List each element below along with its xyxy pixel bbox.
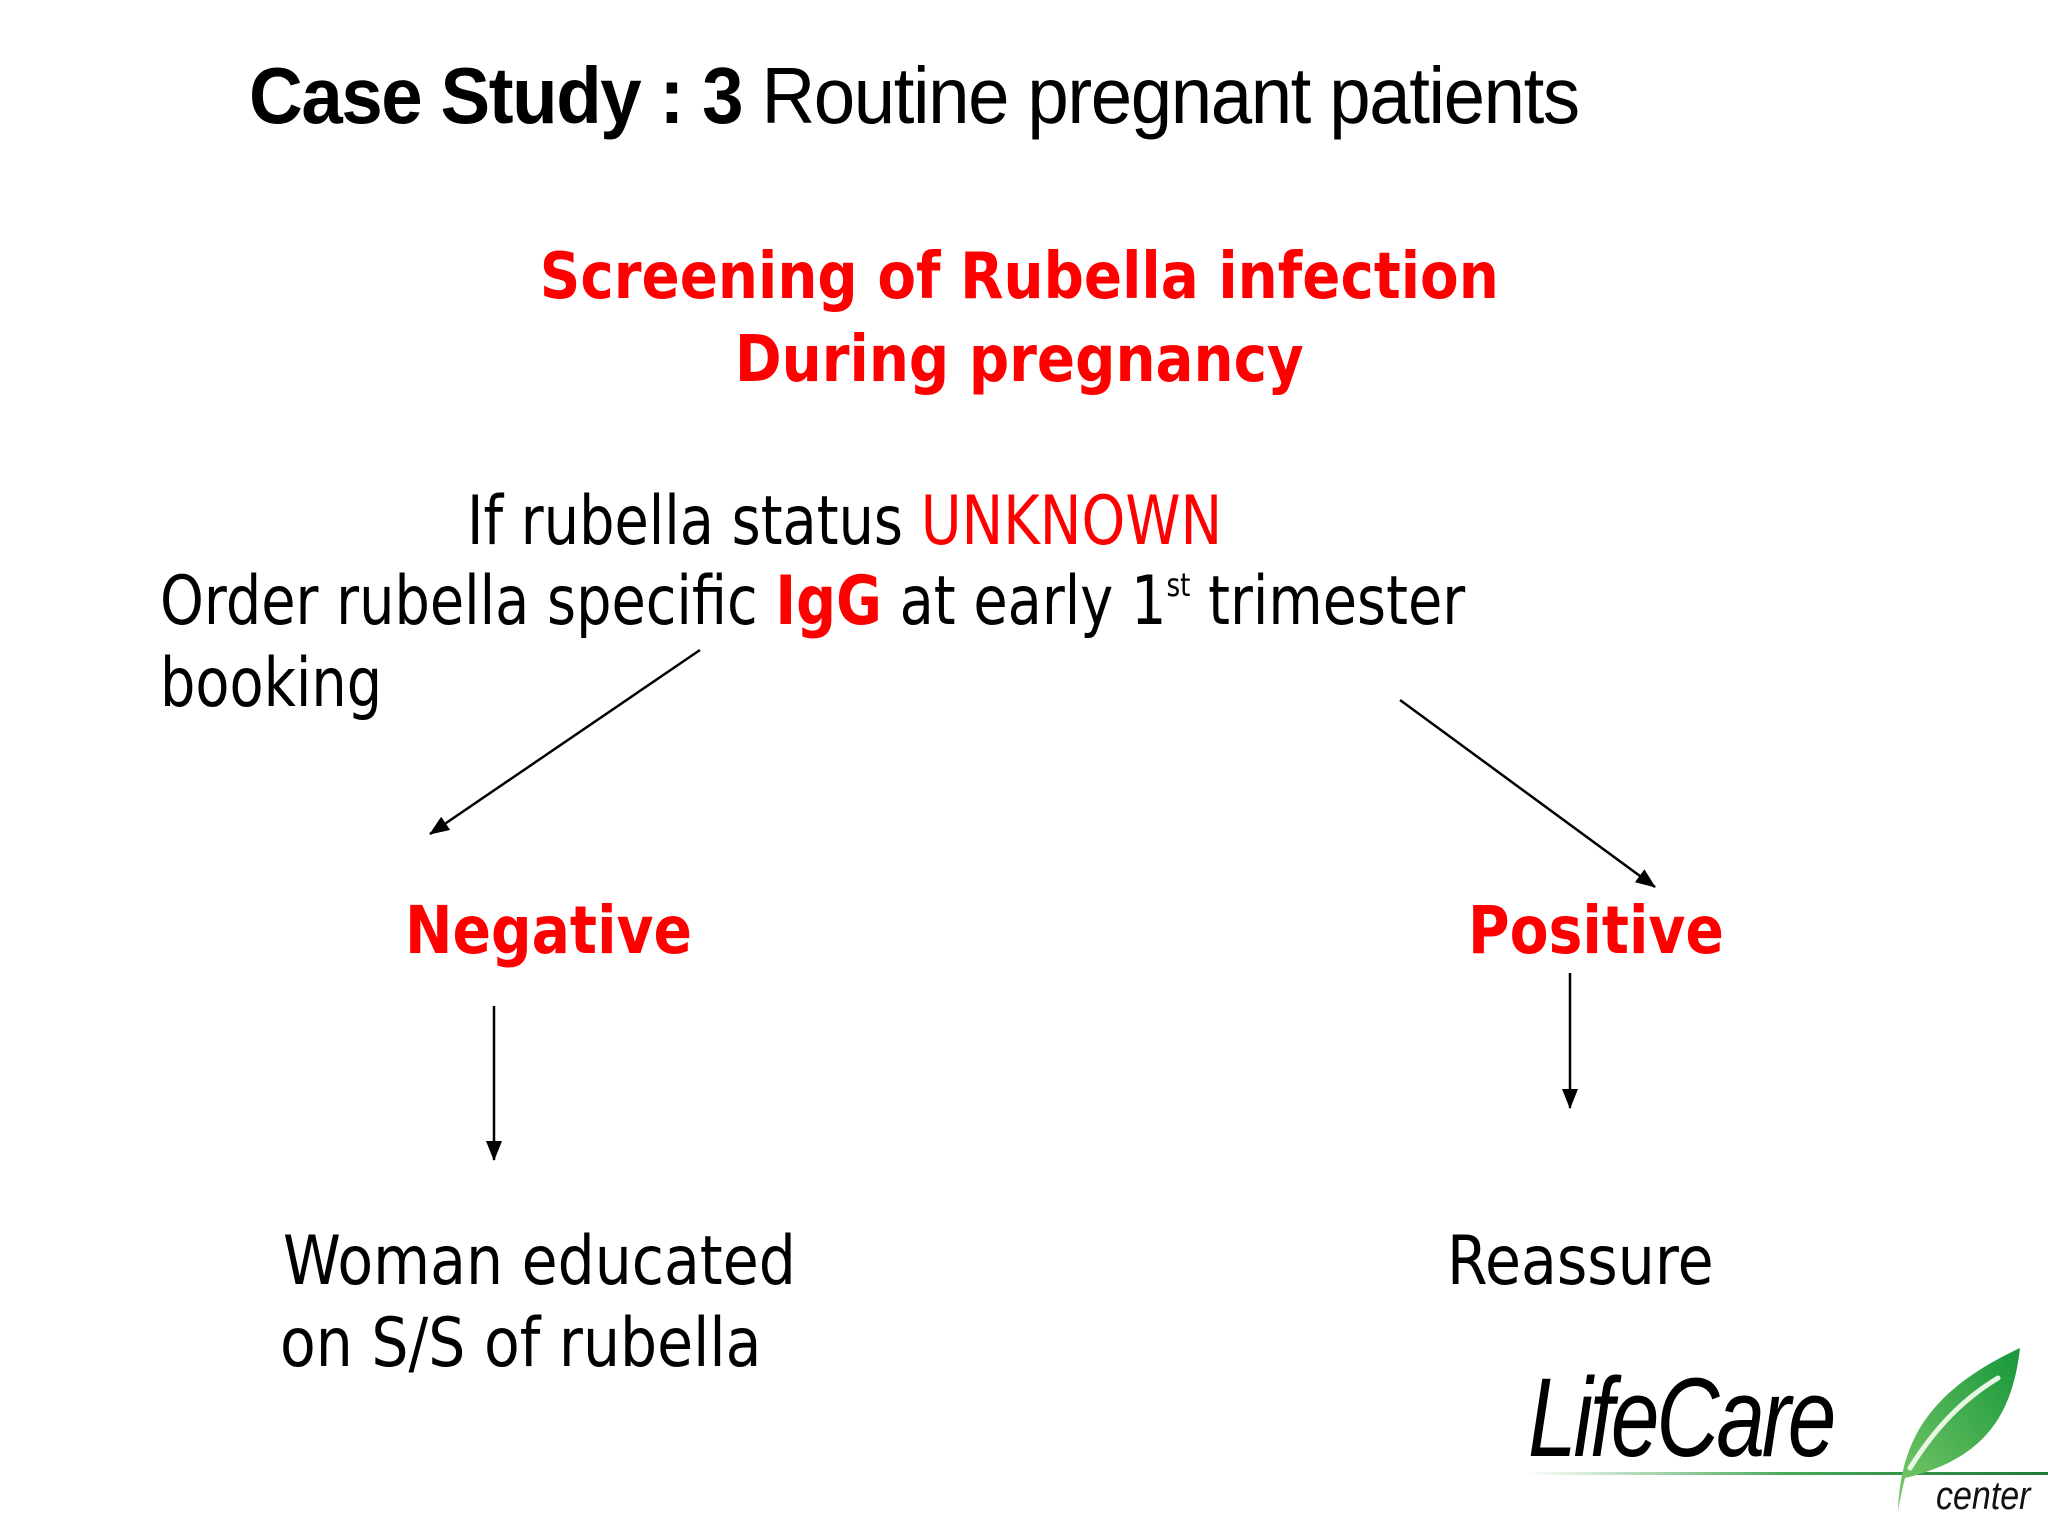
logo-name: LifeCare — [1528, 1355, 1836, 1480]
positive-outcome: Reassure — [1447, 1222, 1714, 1301]
heading-line-2: During pregnancy — [734, 323, 1304, 397]
instruction-part1: Order rubella specific — [160, 562, 776, 641]
title-regular: Routine pregnant patients — [742, 51, 1580, 140]
negative-outcome-line-2: on S/S of rubella — [280, 1304, 762, 1383]
slide-title: Case Study : 3 Routine pregnant patients — [249, 56, 1580, 136]
heading-line-1: Screening of Rubella infection — [539, 240, 1499, 314]
arrow-to-positive — [1399, 698, 1656, 889]
instruction-booking: booking — [160, 644, 383, 723]
negative-outcome-line-1: Woman educated — [283, 1222, 796, 1301]
branch-negative-label: Negative — [405, 892, 693, 969]
instruction-part3: trimester — [1190, 562, 1466, 641]
condition-unknown: UNKNOWN — [920, 482, 1223, 561]
title-bold: Case Study : 3 — [249, 51, 744, 140]
condition-prefix: If rubella status — [467, 482, 921, 561]
instruction-igg: IgG — [775, 562, 882, 641]
instruction-text: Order rubella specific IgG at early 1st … — [160, 568, 1465, 636]
ordinal-suffix: st — [1166, 566, 1191, 604]
condition-text: If rubella status UNKNOWN — [467, 488, 1222, 556]
branch-positive-label: Positive — [1468, 892, 1724, 969]
logo-subtitle: center — [1936, 1474, 2031, 1518]
arrow-to-negative — [429, 648, 701, 836]
instruction-part2: at early 1 — [881, 562, 1167, 641]
logo-underline — [1525, 1472, 2048, 1475]
